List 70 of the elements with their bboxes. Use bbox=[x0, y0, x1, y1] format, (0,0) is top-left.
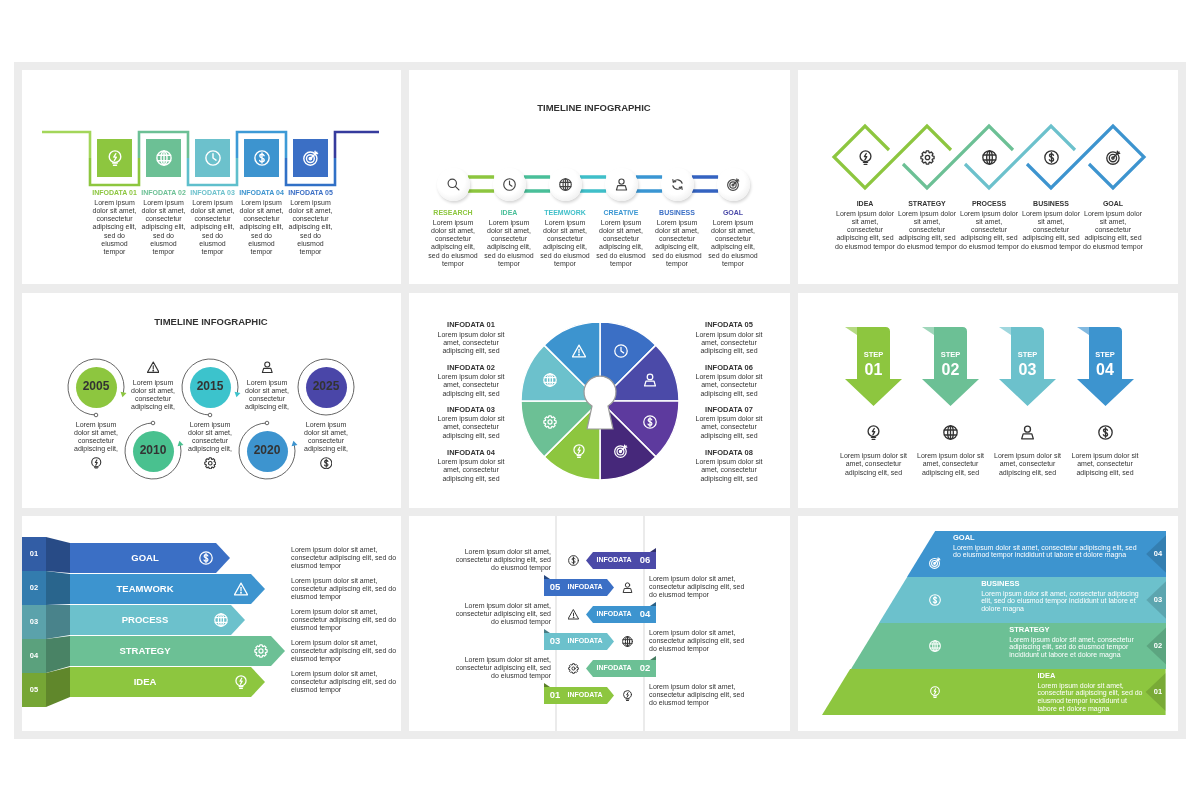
slide-panel bbox=[798, 70, 1178, 284]
year-disc bbox=[246, 430, 288, 472]
slide-panel bbox=[22, 293, 401, 508]
step-number: 02 bbox=[941, 360, 960, 379]
tag-ribbon bbox=[586, 547, 656, 569]
ribbon-label: STRATEGY bbox=[119, 645, 171, 657]
ribbon-banner bbox=[22, 605, 245, 639]
icon-tile bbox=[293, 139, 328, 177]
ribbon-banner bbox=[22, 636, 285, 673]
slide-panel bbox=[798, 293, 1178, 508]
slide-panel bbox=[22, 516, 401, 731]
tag-number: 04 bbox=[639, 608, 651, 620]
connector bbox=[522, 175, 552, 193]
icon-tile bbox=[195, 139, 230, 177]
title: TIMELINE INFOGRAPHIC bbox=[537, 102, 651, 114]
ribbon-label: IDEA bbox=[133, 676, 157, 688]
ribbon-label: GOAL bbox=[131, 552, 159, 564]
title: TIMELINE INFOGRAPHIC bbox=[154, 316, 268, 328]
step-number: 01 bbox=[864, 360, 883, 379]
connector bbox=[466, 175, 496, 193]
step-number: 04 bbox=[1096, 360, 1114, 379]
icon-disc bbox=[716, 167, 750, 201]
slide-panel bbox=[409, 70, 790, 284]
icon-tile bbox=[244, 139, 279, 177]
year-label: 2025 bbox=[312, 380, 340, 394]
year-disc bbox=[75, 366, 117, 408]
ribbon-banner bbox=[22, 537, 230, 573]
slide-panel bbox=[409, 516, 790, 731]
year-label: 2015 bbox=[196, 380, 224, 394]
slide-panel bbox=[798, 516, 1178, 731]
connector bbox=[634, 175, 664, 193]
year-disc bbox=[305, 366, 347, 408]
year-disc bbox=[132, 430, 174, 472]
tag-ribbon bbox=[586, 655, 656, 677]
tag-ribbon bbox=[544, 574, 614, 596]
icon-disc bbox=[548, 167, 582, 201]
tag-number: 05 bbox=[549, 581, 561, 593]
step-banner bbox=[1076, 327, 1134, 406]
tag-number: 03 bbox=[549, 635, 561, 647]
pyramid-layer bbox=[878, 577, 1166, 623]
pyramid-layer bbox=[906, 531, 1166, 577]
pyramid-layer bbox=[850, 623, 1166, 669]
slide-panel bbox=[22, 70, 401, 284]
year-label: 2010 bbox=[139, 444, 167, 458]
tag-number: 01 bbox=[549, 689, 561, 701]
tag-ribbon bbox=[586, 601, 656, 623]
connector bbox=[578, 175, 608, 193]
year-label: 2005 bbox=[82, 380, 110, 394]
icon-tile bbox=[97, 139, 132, 177]
step-number: 03 bbox=[1018, 360, 1037, 379]
tag-number: 02 bbox=[639, 662, 651, 674]
connector bbox=[690, 175, 720, 193]
ribbon-label: PROCESS bbox=[121, 614, 169, 626]
tag-ribbon bbox=[544, 628, 614, 650]
icon-disc bbox=[492, 167, 526, 201]
icon-disc bbox=[660, 167, 694, 201]
ribbon-label: TEAMWORK bbox=[116, 583, 174, 595]
tag-ribbon bbox=[544, 682, 614, 704]
slide-panel bbox=[409, 293, 790, 508]
ribbon-banner bbox=[22, 667, 265, 707]
ribbon-banner bbox=[22, 571, 265, 605]
icon-disc bbox=[604, 167, 638, 201]
icon-tile bbox=[146, 139, 181, 177]
step-banner bbox=[845, 327, 902, 406]
pyramid-layer bbox=[822, 669, 1166, 715]
year-label: 2020 bbox=[253, 444, 281, 458]
step-banner bbox=[922, 327, 979, 406]
tag-number: 06 bbox=[639, 554, 651, 566]
step-banner bbox=[999, 327, 1056, 406]
year-disc bbox=[189, 366, 231, 408]
